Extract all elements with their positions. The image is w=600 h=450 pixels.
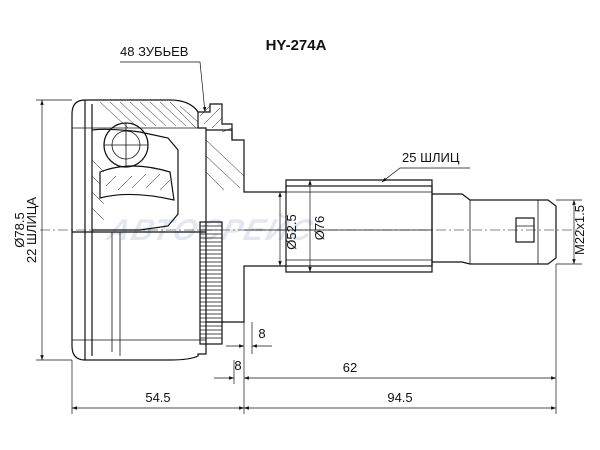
label-splines-outer: 25 ШЛИЦ — [402, 150, 460, 165]
outer-housing — [71, 99, 207, 361]
label-dim-8-lower: 8 — [234, 358, 241, 373]
leader-splines — [381, 167, 470, 183]
dim-8-lower — [214, 264, 557, 384]
label-dim-54: 54.5 — [145, 390, 170, 405]
label-dim-8-upper: 8 — [258, 326, 265, 341]
dim-thread — [556, 199, 582, 265]
label-dim-94: 94.5 — [387, 390, 412, 405]
part-number-title: HY-274A — [266, 37, 327, 54]
label-dia-52: Ø52.5 — [284, 214, 299, 249]
abs-ring — [199, 221, 223, 345]
dim-8-upper — [226, 322, 272, 354]
watermark: АВТОСРЕЙС — [103, 212, 319, 247]
dim-bottom — [71, 360, 557, 414]
label-thread: M22x1.5 — [572, 205, 587, 255]
label-teeth: 48 ЗУБЬЕВ — [120, 44, 188, 59]
label-splines-inner: 22 ШЛИЦА — [24, 197, 39, 263]
label-dia-76: Ø76 — [312, 216, 327, 241]
label-dia-outer: Ø78.5 — [12, 212, 27, 247]
label-dim-62: 62 — [343, 360, 357, 375]
dim-dia-outer — [36, 99, 72, 361]
leader-teeth — [120, 61, 207, 113]
dim-dia-inner — [278, 180, 312, 272]
inner-race — [91, 122, 179, 231]
splined-shaft — [285, 185, 557, 267]
neck — [198, 103, 433, 323]
